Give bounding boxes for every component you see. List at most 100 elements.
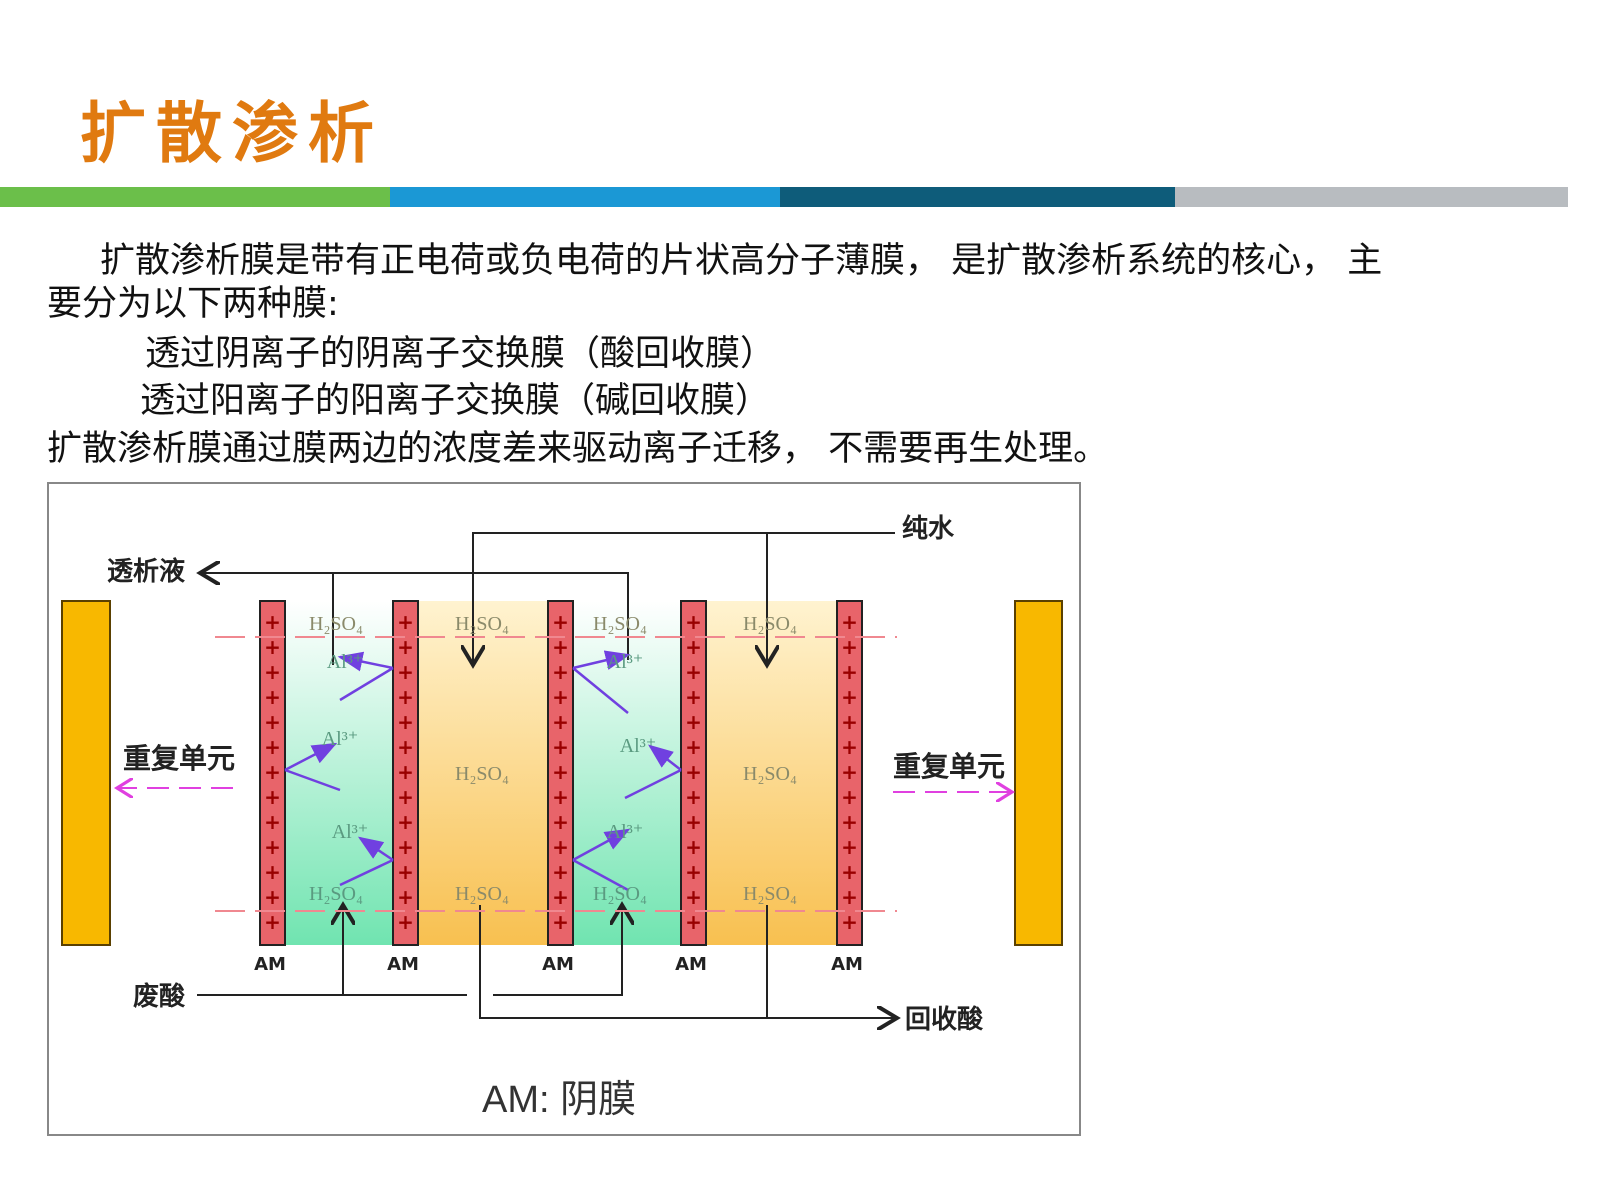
al3-label: Al³⁺	[332, 821, 369, 843]
h2so4-path-line	[284, 768, 341, 792]
plus-charge-icon: +	[397, 760, 414, 784]
h2so4-path-line	[339, 858, 394, 887]
plus-charge-icon: +	[685, 610, 702, 634]
plus-charge-icon: +	[264, 610, 281, 634]
al-ion-arrow	[572, 828, 631, 862]
plus-charge-icon: +	[264, 885, 281, 909]
legend-label: AM: 阴膜	[482, 1079, 636, 1121]
plus-charge-icon: +	[552, 660, 569, 684]
color-bar-green	[0, 187, 390, 207]
membrane-am	[547, 600, 574, 946]
repeat-unit-right-label: 重复单元	[893, 750, 1005, 783]
plus-charge-icon: +	[552, 860, 569, 884]
membrane-am	[836, 600, 863, 946]
plus-charge-icon: +	[264, 635, 281, 659]
plus-charge-icon: +	[552, 835, 569, 859]
plus-charge-icon: +	[264, 810, 281, 834]
h2so4-label: H₂SO₄	[455, 763, 509, 785]
plus-charge-icon: +	[552, 810, 569, 834]
plus-charge-icon: +	[397, 810, 414, 834]
plus-charge-icon: +	[685, 910, 702, 934]
membrane-label: AM	[387, 954, 419, 975]
plus-charge-icon: +	[685, 710, 702, 734]
body-line-2: 要分为以下两种膜:	[47, 284, 339, 324]
al3-label: Al³⁺	[327, 651, 364, 673]
color-bar-gray	[1175, 187, 1568, 207]
al-ion-arrow	[648, 744, 682, 771]
plus-charge-icon: +	[264, 685, 281, 709]
dialysate-label: 透析液	[107, 557, 185, 587]
plus-charge-icon: +	[552, 635, 569, 659]
plus-charge-icon: +	[552, 910, 569, 934]
plus-charge-icon: +	[841, 685, 858, 709]
plus-charge-icon: +	[264, 910, 281, 934]
h2so4-path-line	[572, 667, 629, 714]
body-line-3: 透过阴离子的阴离子交换膜（酸回收膜）	[145, 334, 776, 374]
plus-charge-icon: +	[552, 760, 569, 784]
plus-charge-icon: +	[264, 760, 281, 784]
dialysate-line	[332, 572, 629, 665]
plus-charge-icon: +	[397, 685, 414, 709]
plus-charge-icon: +	[685, 685, 702, 709]
recovered-acid-label: 回收酸	[905, 1005, 984, 1035]
membrane-am	[259, 600, 286, 946]
al3-label: Al³⁺	[607, 821, 644, 843]
plus-charge-icon: +	[552, 885, 569, 909]
al3-label: Al³⁺	[322, 728, 359, 750]
membrane-label: AM	[542, 954, 574, 975]
repeat-unit-left-label: 重复单元	[123, 742, 235, 775]
plus-charge-icon: +	[685, 785, 702, 809]
al-ion-arrow	[357, 836, 394, 862]
plus-charge-icon: +	[397, 660, 414, 684]
electrode-left	[61, 600, 111, 946]
plus-charge-icon: +	[841, 760, 858, 784]
plus-charge-icon: +	[841, 635, 858, 659]
plus-charge-icon: +	[552, 610, 569, 634]
pure-water-line	[473, 532, 895, 665]
h2so4-label: H₂SO₄	[593, 883, 647, 905]
membrane-label: AM	[675, 954, 707, 975]
plus-charge-icon: +	[552, 735, 569, 759]
membrane-am	[392, 600, 419, 946]
plus-charge-icon: +	[685, 660, 702, 684]
pure-water-label: 纯水	[902, 513, 955, 544]
diffusion-dialysis-diagram: +++++++++++++AM+++++++++++++AM++++++++++…	[47, 482, 1081, 1136]
h2so4-label: H₂SO₄	[743, 763, 797, 785]
membrane-label: AM	[831, 954, 863, 975]
plus-charge-icon: +	[397, 710, 414, 734]
plus-charge-icon: +	[264, 835, 281, 859]
slide-title: 扩散渗析	[80, 94, 384, 172]
h2so4-label: H₂SO₄	[743, 613, 797, 635]
plus-charge-icon: +	[841, 735, 858, 759]
al-ion-arrow	[572, 650, 631, 670]
h2so4-label: H₂SO₄	[455, 883, 509, 905]
plus-charge-icon: +	[841, 860, 858, 884]
plus-charge-icon: +	[841, 660, 858, 684]
plus-charge-icon: +	[397, 635, 414, 659]
plus-charge-icon: +	[264, 735, 281, 759]
plus-charge-icon: +	[552, 785, 569, 809]
plus-charge-icon: +	[397, 835, 414, 859]
plus-charge-icon: +	[841, 835, 858, 859]
plus-charge-icon: +	[841, 810, 858, 834]
plus-charge-icon: +	[841, 610, 858, 634]
al-ion-arrow	[284, 742, 338, 772]
waste-acid-line-2	[493, 905, 622, 996]
plus-charge-icon: +	[264, 785, 281, 809]
h2so4-label: H₂SO₄	[455, 613, 509, 635]
al3-label: Al³⁺	[620, 735, 657, 757]
plus-charge-icon: +	[397, 910, 414, 934]
al-ion-arrow	[337, 651, 394, 672]
body-line-5: 扩散渗析膜通过膜两边的浓度差来驱动离子迁移， 不需要再生处理。	[47, 429, 1109, 469]
h2so4-label: H₂SO₄	[593, 613, 647, 635]
plus-charge-icon: +	[685, 635, 702, 659]
plus-charge-icon: +	[397, 610, 414, 634]
color-bar-teal	[780, 187, 1175, 207]
membrane-am	[680, 600, 707, 946]
plus-charge-icon: +	[264, 710, 281, 734]
h2so4-path-line	[339, 666, 394, 702]
plus-charge-icon: +	[552, 685, 569, 709]
plus-charge-icon: +	[685, 735, 702, 759]
electrode-right	[1014, 600, 1063, 946]
plus-charge-icon: +	[685, 860, 702, 884]
